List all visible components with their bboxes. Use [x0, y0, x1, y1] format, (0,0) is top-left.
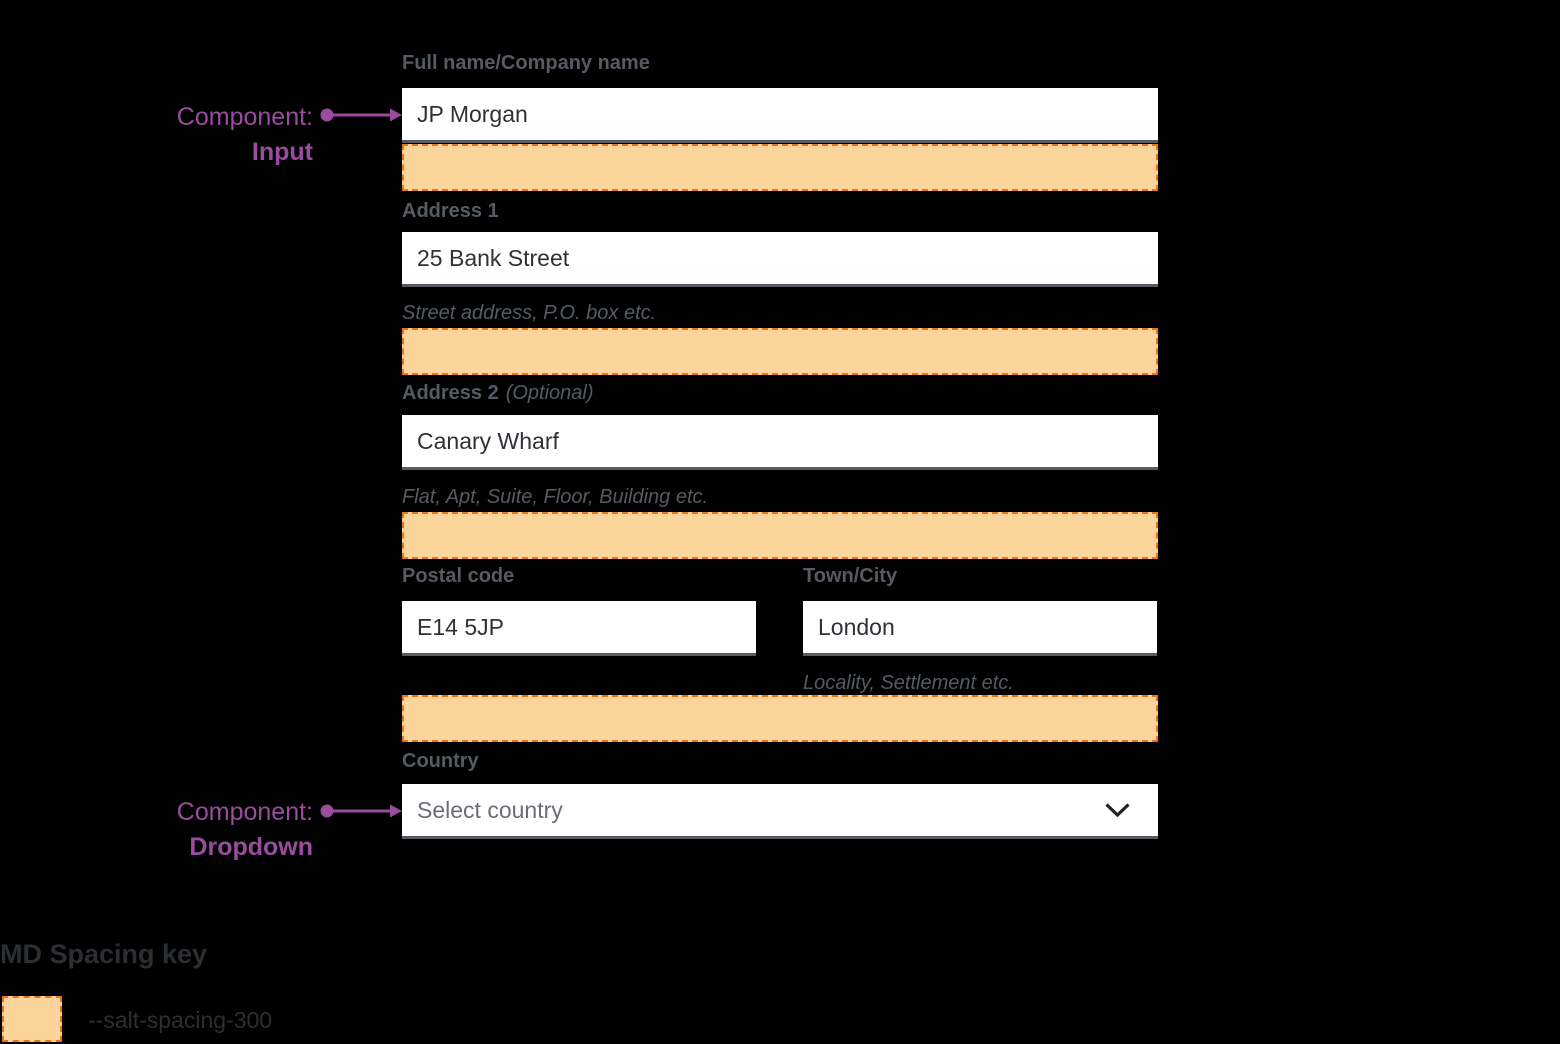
postal-code-label: Postal code [402, 565, 515, 587]
postal-code-value: E14 5JP [417, 613, 504, 640]
address1-helper-text: Street address, P.O. box etc. [402, 302, 657, 324]
spacing-key-token: --salt-spacing-300 [88, 1007, 273, 1033]
annotation-arrow-icon [320, 804, 402, 818]
town-city-value: London [818, 613, 895, 640]
address1-input[interactable]: 25 Bank Street [402, 232, 1158, 287]
annotation-prefix: Component: [176, 798, 313, 826]
annotation-label: Dropdown [189, 833, 313, 861]
annotation-arrow-icon [320, 108, 402, 122]
full-name-label: Full name/Company name [402, 52, 650, 74]
chevron-down-icon [1105, 803, 1130, 818]
address2-label-text: Address 2 [402, 382, 499, 404]
address2-helper-text: Flat, Apt, Suite, Floor, Building etc. [402, 486, 709, 508]
spacing-block-300 [402, 512, 1158, 559]
address1-value: 25 Bank Street [417, 244, 570, 271]
annotation-prefix: Component: [176, 103, 313, 131]
country-label: Country [402, 750, 479, 772]
annotation-component-dropdown: Component: Dropdown [90, 795, 313, 865]
full-name-value: JP Morgan [417, 100, 528, 127]
address2-value: Canary Wharf [417, 427, 559, 454]
country-dropdown[interactable]: Select country [402, 784, 1158, 839]
town-city-helper-text: Locality, Settlement etc. [803, 672, 1014, 694]
annotation-label: Input [251, 138, 313, 166]
annotation-component-input: Component: Input [90, 100, 313, 170]
country-placeholder: Select country [417, 796, 563, 823]
address2-label: Address 2 (Optional) [402, 381, 594, 405]
spacing-block-300 [402, 695, 1158, 742]
town-city-label: Town/City [803, 565, 898, 587]
full-name-input[interactable]: JP Morgan [402, 88, 1158, 143]
spacing-block-300 [402, 144, 1158, 191]
address2-input[interactable]: Canary Wharf [402, 415, 1158, 470]
address2-optional-suffix: (Optional) [505, 382, 594, 404]
address1-label: Address 1 [402, 200, 499, 222]
spacing-key-title: MD Spacing key [0, 939, 208, 969]
spacing-key-swatch [2, 996, 62, 1042]
spacing-block-300 [402, 328, 1158, 375]
town-city-input[interactable]: London [803, 601, 1157, 656]
postal-code-input[interactable]: E14 5JP [402, 601, 756, 656]
